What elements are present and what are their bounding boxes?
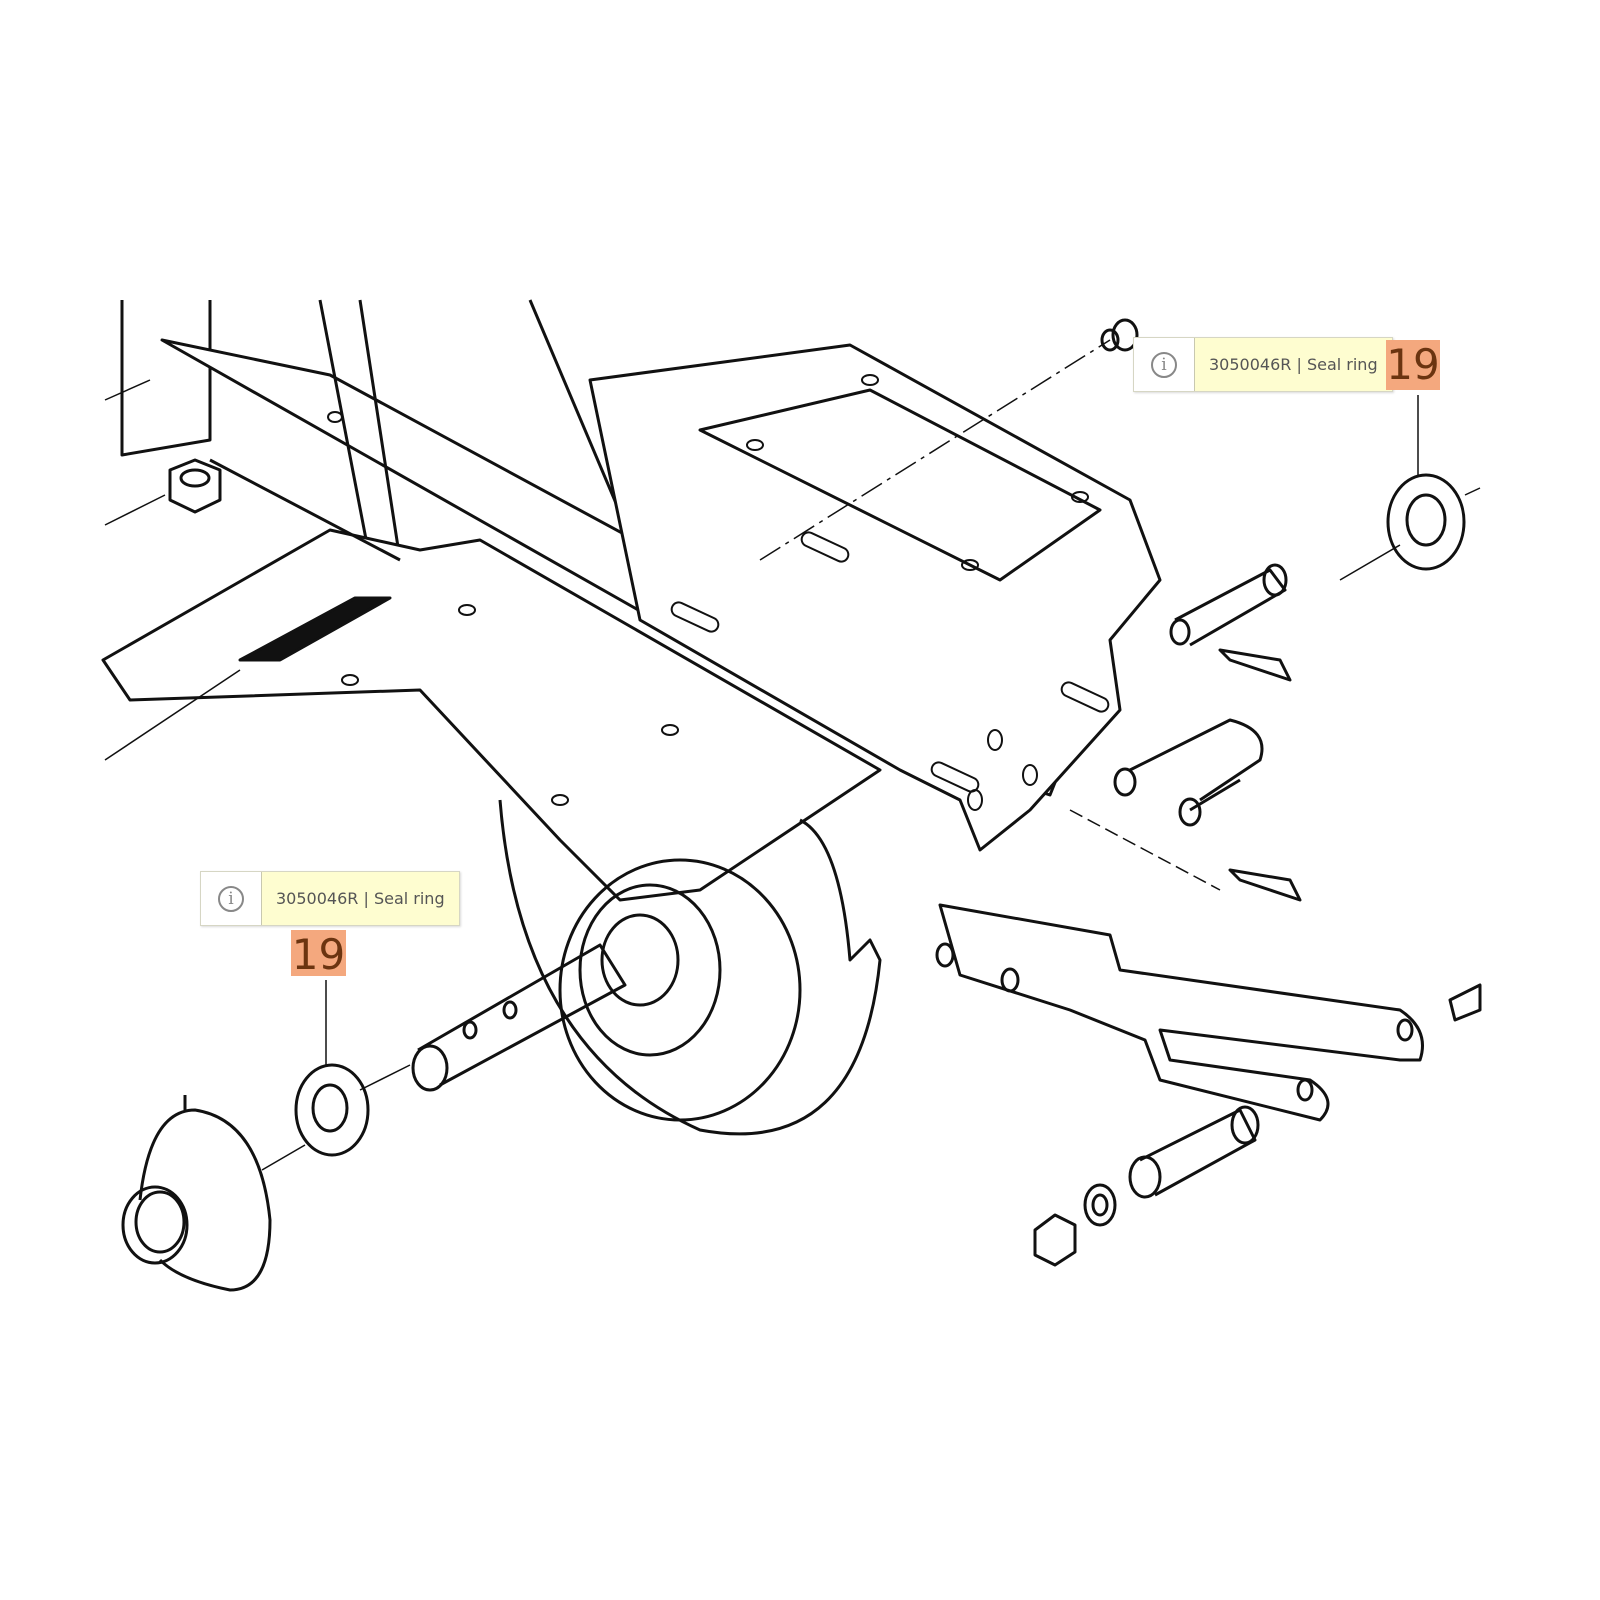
info-icon: i <box>218 885 244 912</box>
wheel[interactable] <box>411 799 882 1136</box>
hardware[interactable] <box>168 318 1482 1267</box>
position-badge-lower[interactable]: 19 <box>291 930 346 979</box>
position-badge-upper[interactable]: 19 <box>1386 340 1440 390</box>
part-label: 3050046R | Seal ring <box>276 889 445 908</box>
info-button[interactable]: i <box>1134 338 1195 391</box>
leader-lines <box>104 339 1481 1171</box>
holes <box>327 374 1110 811</box>
seal-ring-upper[interactable] <box>1386 473 1466 571</box>
part-label: 3050046R | Seal ring <box>1209 355 1378 374</box>
hub-cap[interactable] <box>121 1095 272 1292</box>
seal-ring-lower[interactable] <box>294 1063 370 1157</box>
info-button[interactable]: i <box>201 872 262 925</box>
part-tooltip-upper[interactable]: i 3050046R | Seal ring <box>1133 337 1393 392</box>
info-icon: i <box>1151 351 1177 378</box>
frame-part[interactable] <box>101 299 1162 902</box>
part-tooltip-lower[interactable]: i 3050046R | Seal ring <box>200 871 460 926</box>
